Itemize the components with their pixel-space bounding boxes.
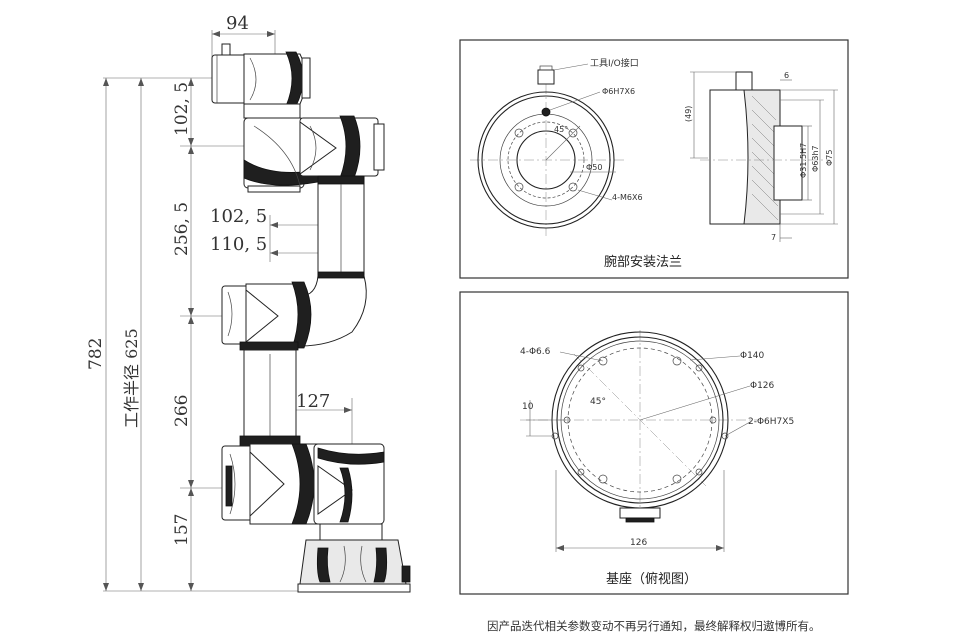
wrist-1-joint	[299, 115, 385, 179]
dim-total-height: 782	[86, 338, 106, 370]
dim-upper-arm-length: 266	[172, 395, 192, 427]
wrist-flange-title: 腕部安装法兰	[604, 254, 682, 270]
flange-angle-label: 45°	[554, 125, 568, 134]
base-offset-label: 10	[522, 402, 534, 412]
flange-thickness-label: 7	[771, 233, 776, 242]
shoulder-joint	[221, 443, 326, 525]
flange-io-port-label: 工具I/O接口	[590, 57, 639, 69]
base-outer-diameter-label: Φ140	[740, 351, 765, 361]
dim-offset-1: 102, 5	[210, 206, 267, 227]
base-joint	[297, 443, 411, 593]
dim-top-width: 94	[226, 13, 249, 34]
flange-section-view	[690, 71, 838, 242]
flange-front-view	[470, 63, 624, 236]
flange-depth-label: 6	[784, 71, 789, 80]
base-bolt-circle-label: Φ126	[750, 381, 775, 391]
base-pin-holes-label: 2-Φ6H7X5	[748, 417, 794, 427]
flange-screw-holes-label: 4-M6X6	[612, 193, 643, 202]
dim-offset-2: 110, 5	[210, 234, 267, 255]
dim-work-radius: 工作半径 625	[122, 328, 141, 428]
elbow-joint	[221, 281, 312, 351]
flange-inner-diameter-label: Φ50	[586, 163, 602, 172]
base-top-view	[520, 330, 760, 552]
flange-outer-label: Φ75	[825, 150, 834, 166]
dim-base-height: 157	[172, 514, 192, 546]
base-width-label: 126	[630, 538, 647, 548]
base-title: 基座（俯视图）	[606, 571, 697, 587]
upper-arm-tube	[239, 349, 301, 447]
wrist-3-joint	[211, 43, 311, 107]
base-panel: 4-Φ6.6 Φ140 Φ126 45° 10 2-Φ6H7X5 126 基座（…	[459, 291, 849, 595]
robot-arm-side-view: 94 782 工作半径 625 102, 5 256, 5 266 157 10…	[86, 13, 411, 593]
base-angle-label: 45°	[590, 397, 606, 407]
flange-bore-outer-label: Φ63h7	[811, 145, 820, 172]
flange-bore-label: Φ31.5H7	[799, 143, 808, 178]
flange-height-label: (49)	[684, 106, 693, 122]
wrist-flange-panel: 工具I/O接口 Φ6H7X6 45° Φ50 4-M6X6	[459, 39, 849, 279]
dim-wrist-height: 102, 5	[172, 82, 192, 136]
forearm-tube	[299, 175, 367, 347]
dim-offset-3: 127	[296, 391, 330, 412]
flange-pin-hole-label: Φ6H7X6	[602, 87, 635, 96]
base-mount-holes-label: 4-Φ6.6	[520, 347, 551, 357]
dim-forearm-length: 256, 5	[172, 202, 192, 256]
footer-note: 因产品迭代相关参数变动不再另行通知，最终解释权归遨博所有。	[487, 619, 821, 633]
